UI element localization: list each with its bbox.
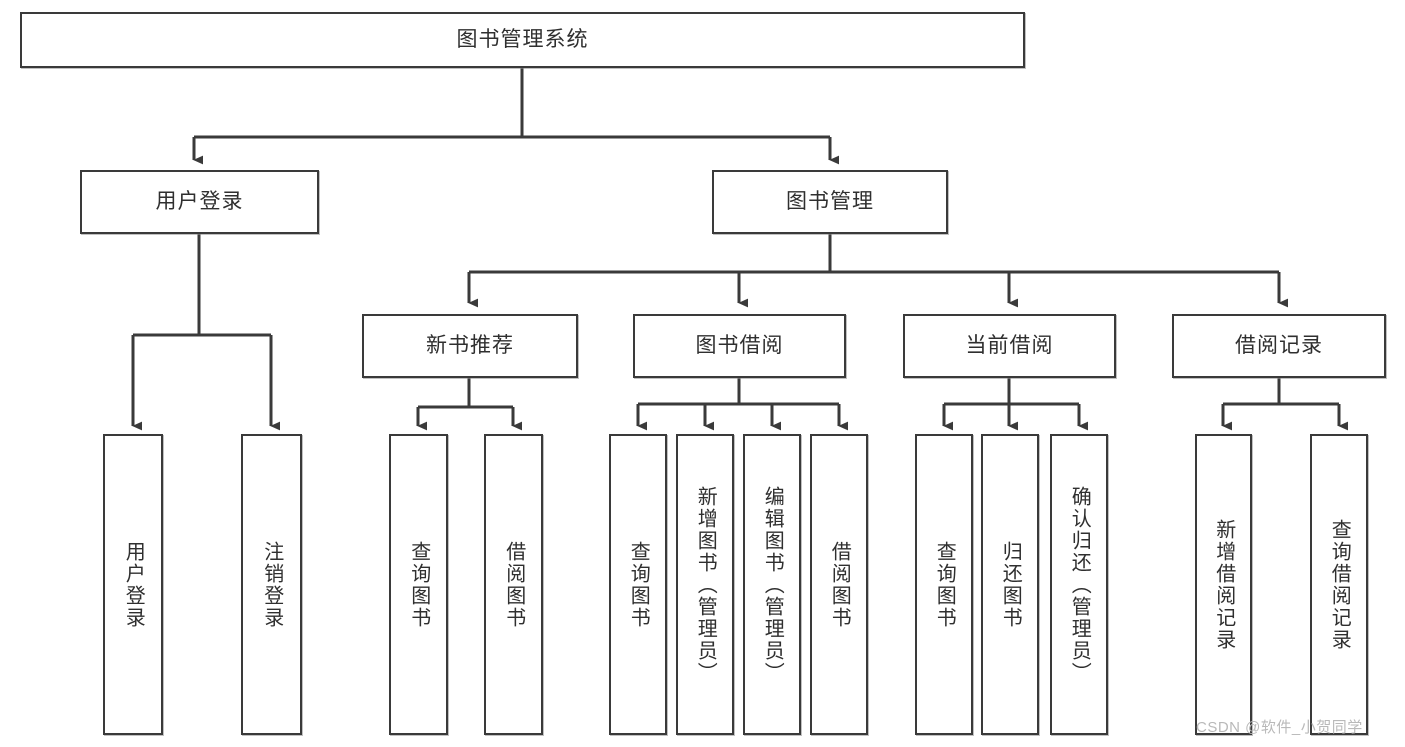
edges-bookborrow-to-leaves bbox=[636, 378, 849, 431]
node-label: 确认归还（管理员） bbox=[1068, 485, 1091, 684]
node-book-borrow[interactable]: 图书借阅 bbox=[633, 314, 846, 378]
leaf-logout[interactable]: 注销登录 bbox=[241, 434, 302, 735]
leaf-query-book-current[interactable]: 查询图书 bbox=[915, 434, 973, 735]
leaf-borrow-book[interactable]: 借阅图书 bbox=[810, 434, 868, 735]
node-label: 当前借阅 bbox=[965, 334, 1054, 358]
node-label: 查询图书 bbox=[627, 540, 650, 629]
node-label: 注销登录 bbox=[260, 540, 283, 629]
node-label: 查询图书 bbox=[933, 540, 956, 629]
node-label: 用户登录 bbox=[155, 190, 244, 214]
leaf-edit-book-admin[interactable]: 编辑图书（管理员） bbox=[743, 434, 801, 735]
leaf-add-borrow-record[interactable]: 新增借阅记录 bbox=[1195, 434, 1252, 735]
edges-currentborrow-to-leaves bbox=[942, 378, 1089, 431]
leaf-confirm-return-admin[interactable]: 确认归还（管理员） bbox=[1050, 434, 1108, 735]
node-label: 新增图书（管理员） bbox=[694, 485, 717, 684]
csdn-watermark: CSDN @软件_小贺同学 bbox=[1196, 719, 1363, 736]
node-label: 借阅图书 bbox=[502, 540, 525, 629]
edges-root-to-level1 bbox=[192, 68, 840, 165]
leaf-query-book-borrow[interactable]: 查询图书 bbox=[609, 434, 667, 735]
node-root-book-management-system[interactable]: 图书管理系统 bbox=[20, 12, 1025, 68]
edges-userlogin-to-leaves bbox=[131, 234, 281, 431]
node-label: 借阅记录 bbox=[1235, 334, 1323, 358]
node-user-login[interactable]: 用户登录 bbox=[80, 170, 319, 234]
node-current-borrow[interactable]: 当前借阅 bbox=[903, 314, 1116, 378]
node-label: 归还图书 bbox=[999, 540, 1022, 629]
leaf-user-login[interactable]: 用户登录 bbox=[103, 434, 163, 735]
node-label: 图书借阅 bbox=[695, 334, 784, 358]
edges-newbook-to-leaves bbox=[416, 378, 523, 431]
edges-borrowrecord-to-leaves bbox=[1221, 378, 1349, 431]
node-label: 新书推荐 bbox=[426, 334, 514, 358]
node-label: 查询图书 bbox=[407, 540, 430, 629]
leaf-query-borrow-record[interactable]: 查询借阅记录 bbox=[1310, 434, 1368, 735]
leaf-query-book-recommend[interactable]: 查询图书 bbox=[389, 434, 448, 735]
node-borrow-record[interactable]: 借阅记录 bbox=[1172, 314, 1386, 378]
node-label: 编辑图书（管理员） bbox=[761, 485, 784, 684]
node-book-management[interactable]: 图书管理 bbox=[712, 170, 948, 234]
leaf-add-book-admin[interactable]: 新增图书（管理员） bbox=[676, 434, 734, 735]
leaf-return-book[interactable]: 归还图书 bbox=[981, 434, 1039, 735]
node-label: 查询借阅记录 bbox=[1328, 518, 1351, 651]
node-label: 借阅图书 bbox=[828, 540, 851, 629]
node-label: 新增借阅记录 bbox=[1212, 518, 1235, 651]
node-label: 用户登录 bbox=[122, 540, 145, 629]
node-new-book-recommend[interactable]: 新书推荐 bbox=[362, 314, 578, 378]
node-label: 图书管理系统 bbox=[456, 28, 589, 52]
leaf-borrow-book-recommend[interactable]: 借阅图书 bbox=[484, 434, 543, 735]
edges-bookmanage-to-level2 bbox=[467, 234, 1289, 308]
node-label: 图书管理 bbox=[786, 190, 874, 214]
